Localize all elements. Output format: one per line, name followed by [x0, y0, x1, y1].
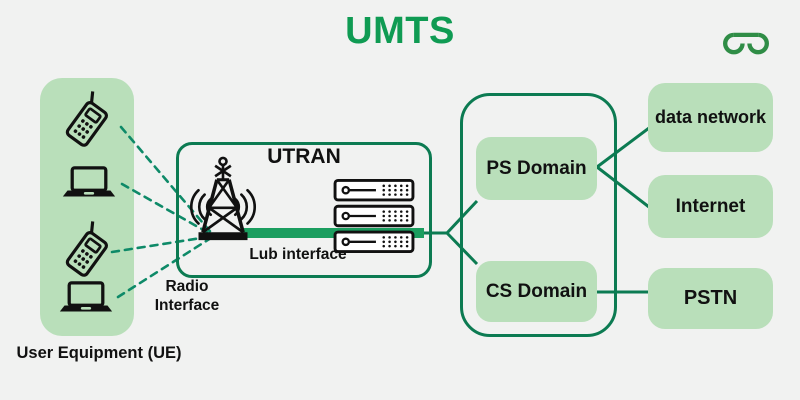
laptop-icon [61, 166, 117, 200]
mobile-phone-icon [58, 88, 120, 154]
internet-box: Internet [648, 175, 773, 238]
ps-domain-label: PS Domain [486, 157, 587, 179]
data-network-box: data network [648, 83, 773, 152]
radio-interface-label: Radio Interface [154, 278, 220, 315]
data-network-label: data network [654, 106, 767, 127]
geeksforgeeks-logo-icon [717, 21, 775, 63]
cs-domain-label: CS Domain [485, 280, 588, 302]
internet-label: Internet [675, 195, 746, 217]
ps-domain-box: PS Domain [476, 137, 597, 200]
mobile-phone-icon [58, 218, 120, 284]
pstn-box: PSTN [648, 268, 773, 329]
user-equipment-label: User Equipment (UE) [16, 344, 182, 362]
server-rack-icon [333, 179, 415, 253]
laptop-icon [58, 281, 114, 315]
pstn-label: PSTN [683, 287, 738, 309]
cs-domain-box: CS Domain [476, 261, 597, 322]
utran-title: UTRAN [267, 145, 341, 168]
lub-interface-label: Lub interface [249, 246, 347, 263]
page-title: UMTS [345, 10, 455, 52]
